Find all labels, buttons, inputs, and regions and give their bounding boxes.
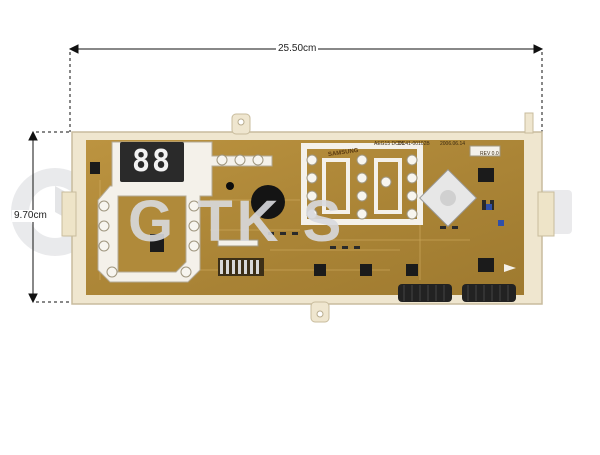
width-dimension — [68, 44, 544, 132]
board-model: AEG15 DC05 — [374, 141, 405, 147]
watermark-text: G TK S — [128, 189, 346, 254]
board-part: DC41-00102B — [398, 141, 430, 147]
height-label: 9.70cm — [12, 210, 49, 222]
board-date: 2006.06.14 — [440, 141, 466, 147]
board-rev: REV 0.0 — [480, 151, 499, 157]
width-label: 25.50cm — [276, 43, 319, 55]
button-frame — [301, 143, 423, 225]
components — [90, 145, 516, 302]
seven-segment-display: 88 — [131, 144, 173, 179]
